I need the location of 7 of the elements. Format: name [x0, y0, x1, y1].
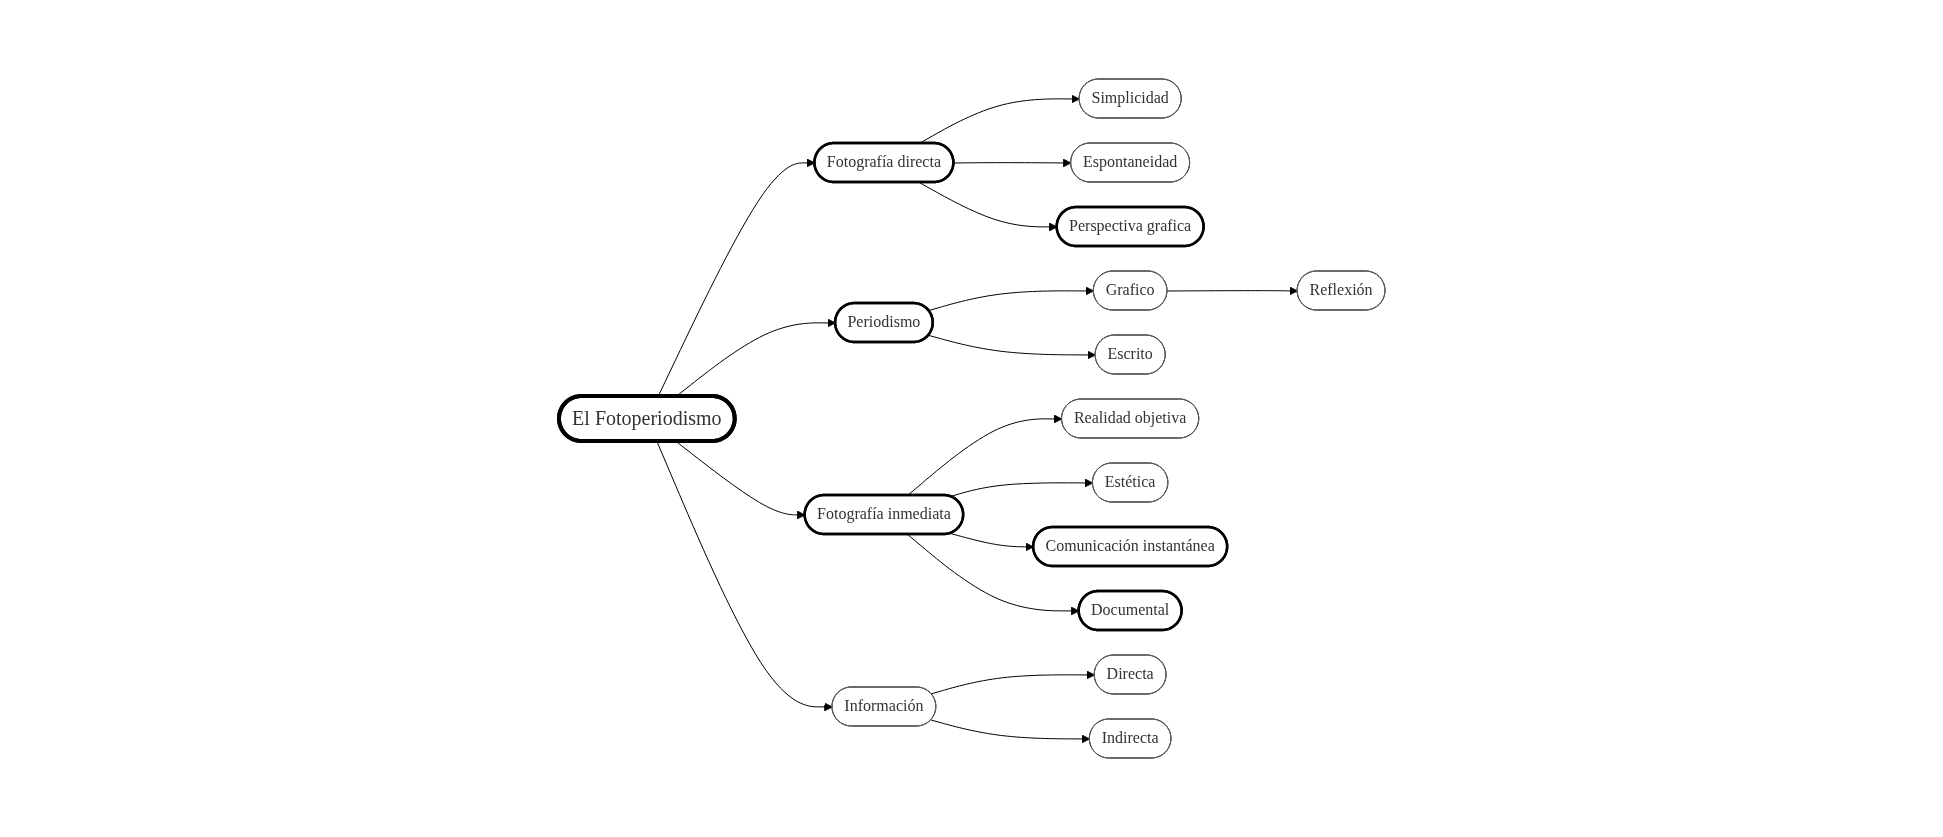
arrow	[927, 286, 1094, 312]
arrow	[930, 719, 1090, 744]
arrow	[655, 441, 833, 712]
arrow	[930, 670, 1095, 695]
arrow	[927, 334, 1096, 360]
arrow	[1166, 286, 1298, 296]
arrow	[952, 158, 1072, 168]
